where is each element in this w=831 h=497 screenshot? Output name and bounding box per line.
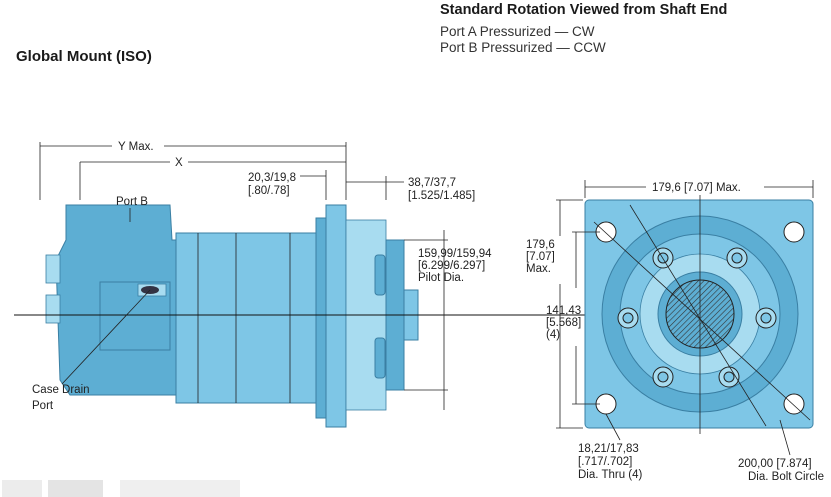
rotation-line-a: Port A Pressurized — CW (440, 24, 595, 39)
dim-141-inch: [5.568] (546, 317, 581, 329)
x-label: X (175, 157, 183, 169)
section-title: Global Mount (ISO) (16, 48, 152, 65)
rotation-line-b: Port B Pressurized — CCW (440, 40, 606, 55)
thru-inch: [.717/.702] (578, 456, 632, 468)
rotation-title: Standard Rotation Viewed from Shaft End (440, 2, 728, 18)
dim-38-inch: [1.525/1.485] (408, 190, 475, 202)
case-drain-label: Case Drain (32, 384, 90, 396)
front-view-dimensions: 179,6 [7.07] Max. 179,6 [7.07] Max. 141,… (526, 180, 824, 483)
max-180-v-metric: 179,6 (526, 239, 555, 251)
blurred-region (48, 480, 103, 497)
max-180-horizontal: 179,6 [7.07] Max. (652, 182, 741, 194)
dim-20-metric: 20,3/19,8 (248, 172, 296, 184)
y-max-label: Y Max. (118, 141, 154, 153)
case-drain-port: Port (32, 400, 54, 412)
motor-side-view (45, 204, 419, 428)
side-view-dimensions: Y Max. X 20,3/19,8 [.80/.78] 38,7/37,7 [… (14, 141, 585, 412)
max-180-v-inch: [7.07] (526, 251, 555, 263)
bolt-circle-metric: 200,00 [7.874] (738, 458, 812, 470)
dim-141-metric: 141,43 (546, 305, 581, 317)
motor-front-view (584, 195, 814, 434)
dim-38-metric: 38,7/37,7 (408, 177, 456, 189)
thru-metric: 18,21/17,83 (578, 443, 639, 455)
pilot-inch: [6.299/6.297] (418, 260, 485, 272)
max-180-v-label: Max. (526, 263, 551, 275)
pilot-metric: 159,99/159,94 (418, 248, 492, 260)
bolt-circle-label: Dia. Bolt Circle (748, 471, 824, 483)
blurred-region (2, 480, 42, 497)
pilot-label: Pilot Dia. (418, 272, 464, 284)
thru-label: Dia. Thru (4) (578, 469, 643, 481)
port-b-label: Port B (116, 196, 148, 208)
dim-20-inch: [.80/.78] (248, 185, 290, 197)
blurred-region (120, 480, 240, 497)
dim-141-count: (4) (546, 329, 560, 341)
